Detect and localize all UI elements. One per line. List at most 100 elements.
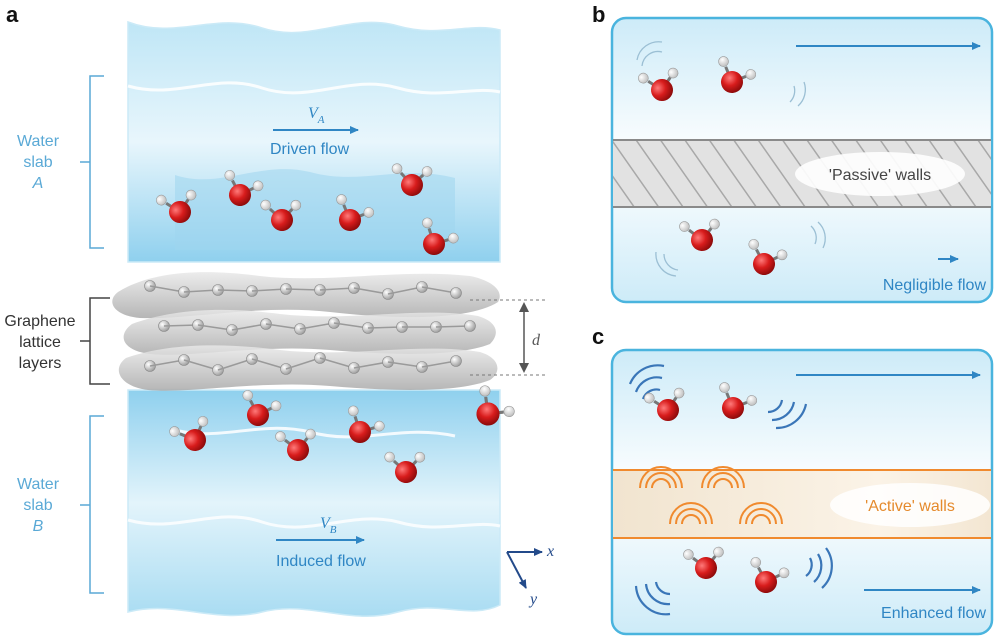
- water-molecule: [169, 416, 209, 451]
- hydrogen-atom: [169, 426, 180, 437]
- water-molecule: [224, 170, 264, 206]
- hydrogen-atom: [746, 395, 758, 406]
- hydrogen-atom: [679, 221, 690, 232]
- panel-c-vibration-marks: [628, 364, 833, 616]
- bracket-graphene: [80, 297, 110, 385]
- panel-c: c 'Active' walls Enhanced flow: [592, 324, 994, 636]
- carbon-bond: [319, 357, 355, 369]
- hydrogen-atom: [260, 199, 271, 211]
- hydrogen-atom: [667, 67, 679, 79]
- oxygen-atom: [657, 399, 679, 421]
- water-slab-b-lower-surface: [127, 515, 501, 529]
- bracket-slab-b: [80, 415, 104, 594]
- active-wall-vibration-arcs: [639, 466, 783, 525]
- oxygen-atom: [287, 439, 309, 461]
- water-molecules-panel-a: [156, 163, 515, 483]
- oxygen-atom: [695, 557, 717, 579]
- hydrogen-atom: [252, 180, 264, 192]
- oxygen-atom: [169, 201, 191, 223]
- carbon-bond: [217, 358, 253, 371]
- graphene-label-line1: Graphene: [4, 313, 75, 330]
- axis-y-arrow: [506, 551, 527, 589]
- bracket-slab-a: [80, 75, 104, 249]
- velocity-b-label: VB: [320, 515, 337, 536]
- active-walls-label: 'Active' walls: [865, 498, 955, 515]
- oxygen-atom: [184, 429, 206, 451]
- hydrogen-atom: [348, 405, 359, 417]
- water-molecule: [719, 382, 758, 419]
- water-molecule: [748, 239, 788, 275]
- water-molecule: [242, 390, 282, 426]
- graphene-label-line2: lattice: [19, 334, 61, 351]
- oxygen-atom: [247, 404, 269, 426]
- water-molecule: [683, 546, 724, 579]
- spacing-arrow-head-bottom: [519, 363, 529, 373]
- oxygen-atom: [349, 421, 371, 443]
- hydrogen-atom: [776, 249, 788, 261]
- carbon-atoms: [144, 280, 476, 376]
- hydrogen-atom: [374, 420, 385, 432]
- hydrogen-atom: [709, 218, 720, 230]
- water-molecule: [476, 385, 515, 426]
- slab-a-label-line2: slab: [23, 154, 52, 171]
- carbon-bond: [251, 358, 287, 370]
- slab-a-label-line1: Water: [17, 133, 60, 150]
- hydrogen-atom: [270, 400, 282, 412]
- hydrogen-atom: [713, 546, 724, 558]
- hydrogen-atom: [197, 416, 209, 427]
- driven-flow-label: Driven flow: [270, 141, 350, 158]
- graphene-sheet-1: [112, 272, 500, 319]
- water-molecule: [679, 218, 720, 251]
- spacing-arrow-head-top: [519, 302, 529, 312]
- axis-x-label: x: [546, 543, 554, 560]
- panel-letter-a: a: [6, 2, 19, 27]
- oxygen-atom: [423, 233, 445, 255]
- hydrogen-atom: [748, 239, 760, 250]
- water-molecule: [260, 199, 302, 231]
- oxygen-atom: [691, 229, 713, 251]
- oxygen-atom: [229, 184, 251, 206]
- hydrogen-atom: [719, 382, 730, 393]
- enhanced-flow-label: Enhanced flow: [881, 605, 986, 622]
- graphene-layers: [112, 272, 500, 391]
- slab-b-label-line3: B: [33, 518, 44, 535]
- carbon-atom: [450, 355, 462, 367]
- hydrogen-atom: [718, 56, 729, 67]
- hydrogen-atom: [305, 428, 316, 440]
- hydrogen-atom: [156, 194, 167, 206]
- panel-b: b 'Passive' walls Negligible flow: [592, 2, 994, 304]
- oxygen-atom: [755, 571, 777, 593]
- carbon-bond: [183, 359, 219, 371]
- water-slab-b: [127, 389, 501, 618]
- water-molecules-panel-c: [644, 382, 790, 593]
- hydrogen-atom: [391, 163, 403, 174]
- axis-y-label: y: [528, 591, 538, 608]
- panel-a: a d Water slab A Graphene latti: [4, 2, 554, 618]
- water-slab-a-wave: [127, 81, 501, 95]
- velocity-a-label: VA: [308, 105, 325, 126]
- hydrogen-atom: [363, 207, 375, 218]
- hydrogen-atom: [422, 217, 433, 229]
- water-molecule: [336, 194, 375, 231]
- hydrogen-atom: [224, 170, 236, 181]
- water-molecule: [391, 163, 433, 196]
- oxygen-atom: [721, 71, 743, 93]
- hydrogen-atom: [290, 199, 302, 211]
- panel-b-vibration-marks: [636, 41, 826, 277]
- hydrogen-atom: [185, 189, 197, 201]
- graphene-sheet-3: [118, 345, 498, 391]
- water-molecule: [638, 67, 679, 101]
- hydrogen-atom: [336, 194, 347, 205]
- oxygen-atom: [753, 253, 775, 275]
- water-molecule: [750, 557, 790, 593]
- water-molecule: [384, 451, 426, 483]
- passive-walls-label: 'Passive' walls: [829, 167, 931, 184]
- panel-letter-c: c: [592, 324, 604, 349]
- water-molecule: [275, 428, 316, 461]
- water-molecule: [644, 387, 685, 421]
- water-molecules-panel-b: [638, 56, 788, 275]
- hydrogen-atom: [479, 385, 491, 397]
- carbon-bond: [285, 357, 321, 370]
- slab-b-label-line1: Water: [17, 476, 60, 493]
